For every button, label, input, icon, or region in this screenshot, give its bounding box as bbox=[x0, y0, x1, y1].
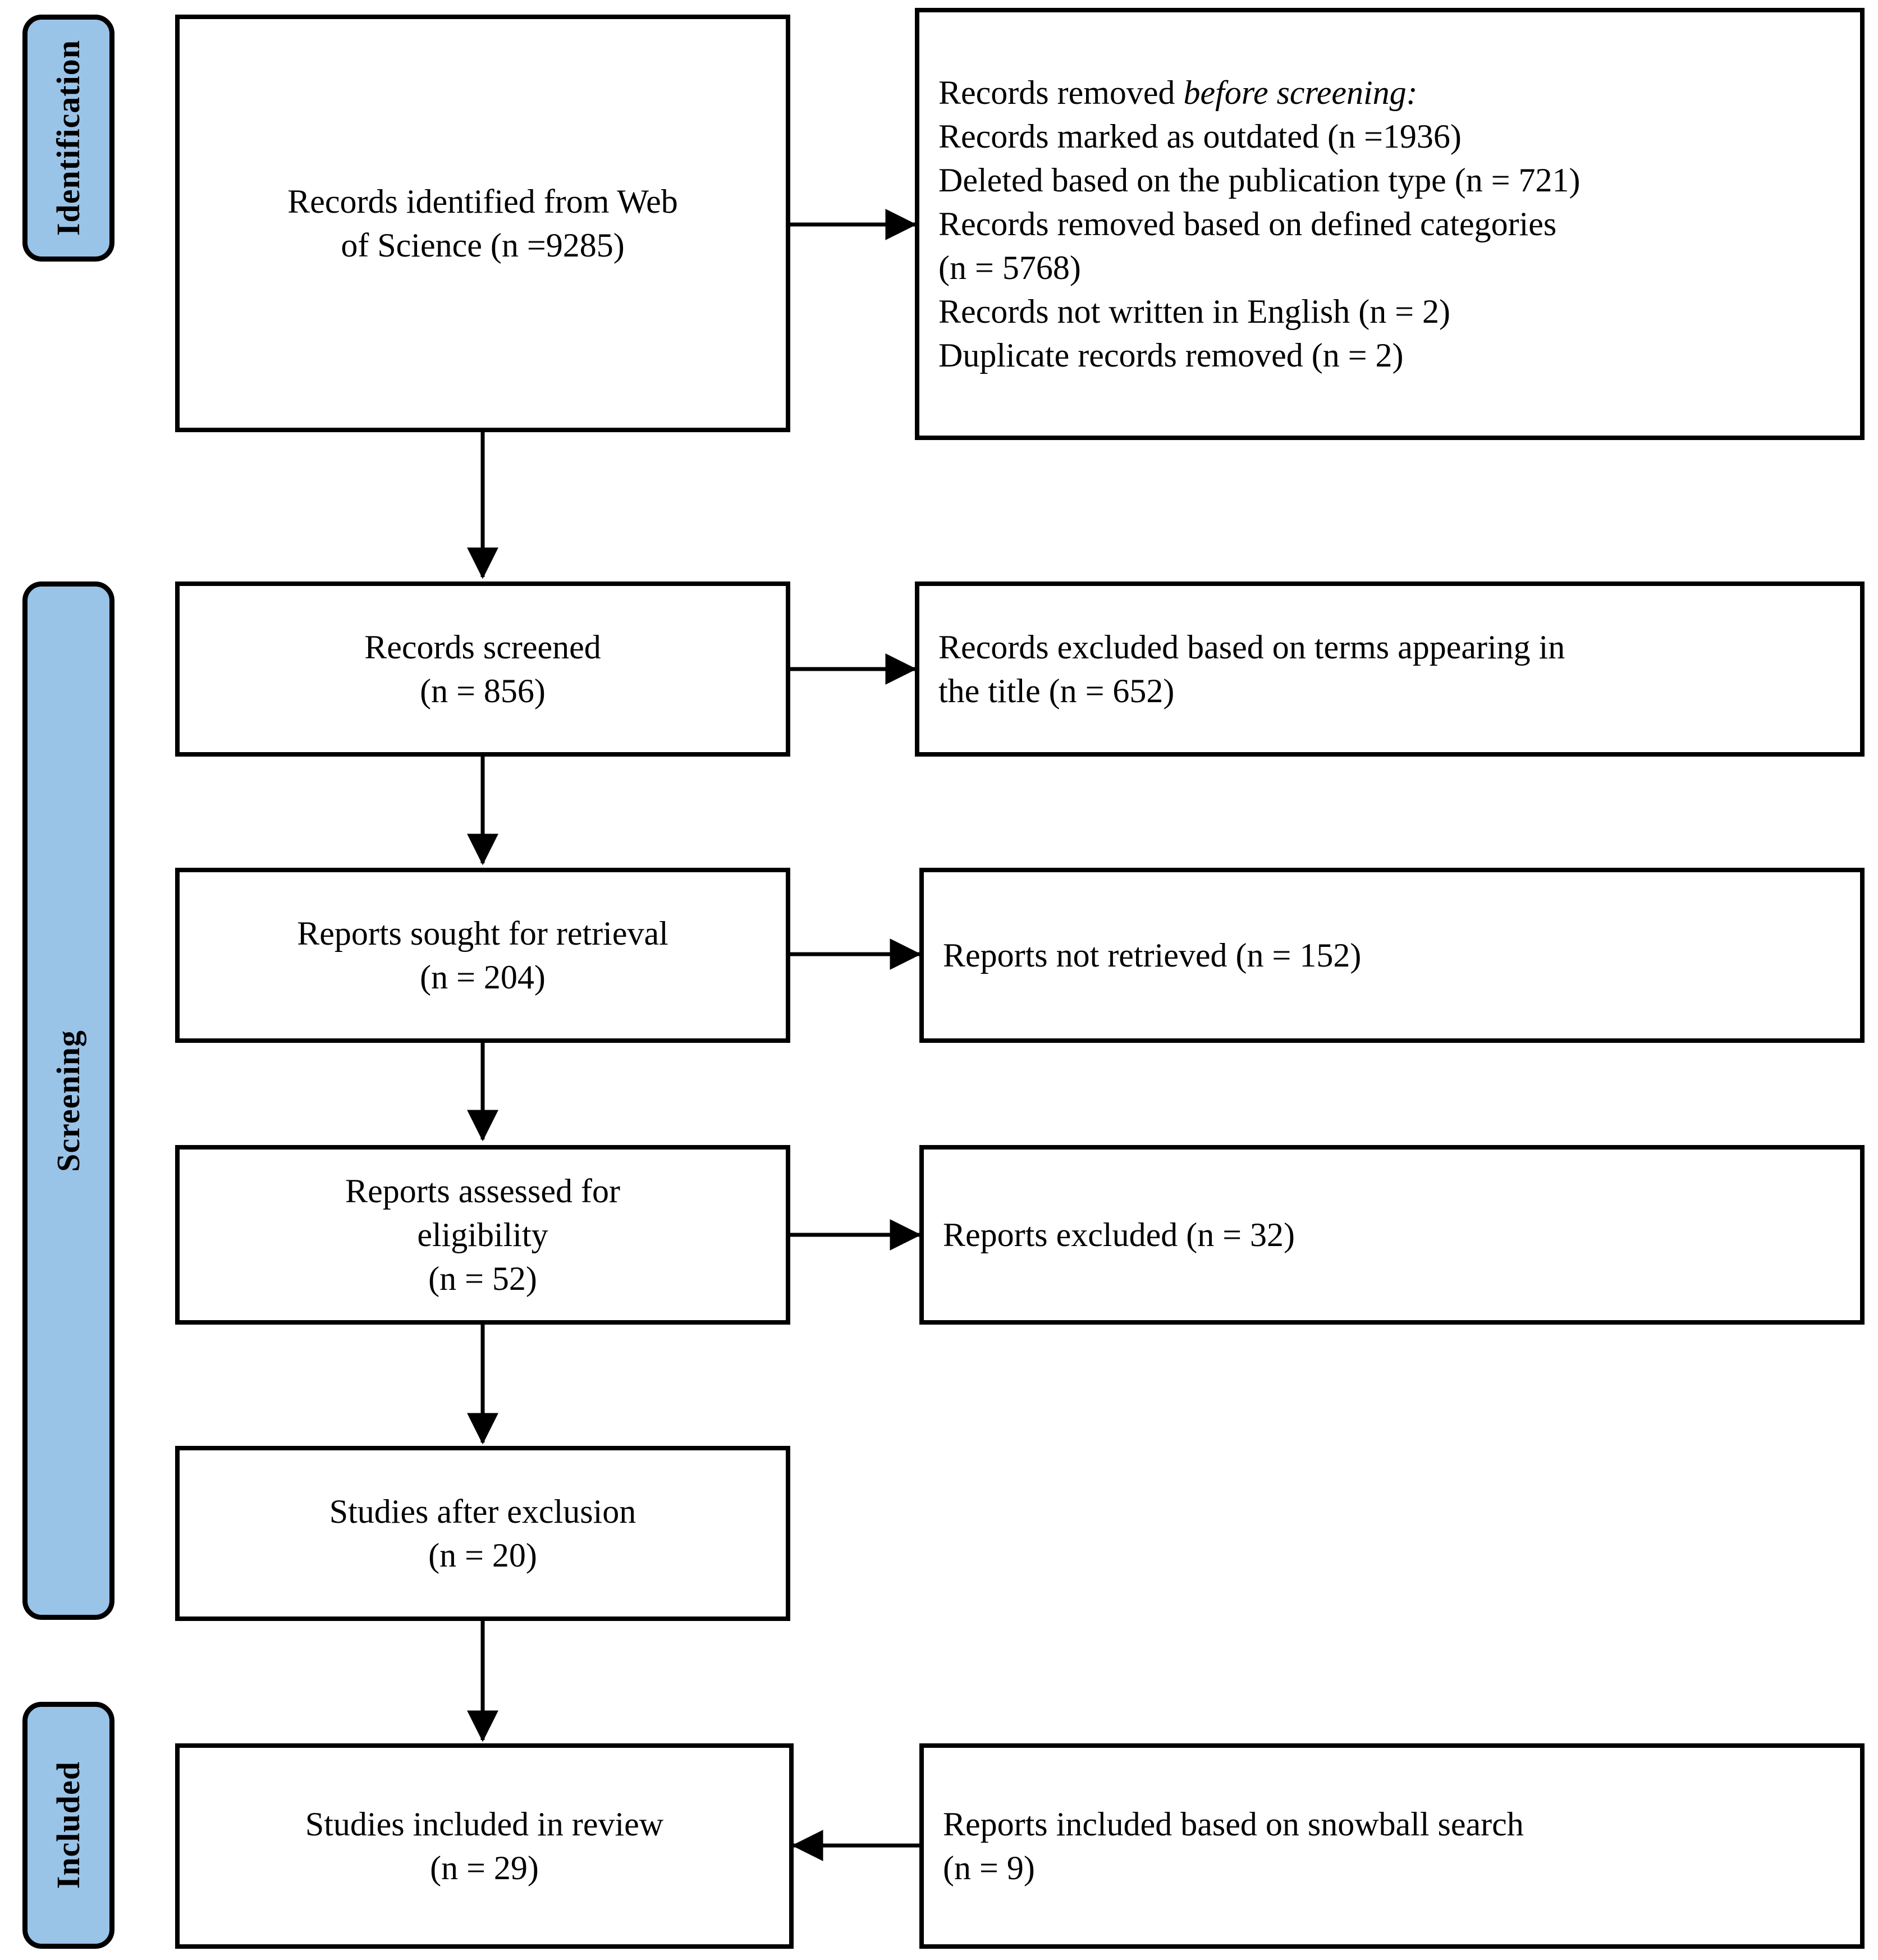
node-studies-after-exclusion-line2: (n = 20) bbox=[428, 1537, 537, 1574]
node-records-removed-before-screening: Records removed before screening: Record… bbox=[915, 8, 1865, 440]
node-reports-assessed-line3: (n = 52) bbox=[428, 1260, 537, 1297]
node-records-identified-line1: Records identified from Web bbox=[287, 183, 678, 220]
node-studies-included: Studies included in review (n = 29) bbox=[175, 1743, 794, 1949]
node-reports-not-retrieved-line1: Reports not retrieved (n = 152) bbox=[943, 937, 1362, 974]
node-records-removed-item: Records removed based on defined categor… bbox=[938, 205, 1557, 242]
node-studies-included-line2: (n = 29) bbox=[430, 1849, 539, 1886]
node-reports-snowball-text: Reports included based on snowball searc… bbox=[924, 1802, 1860, 1890]
node-studies-included-text: Studies included in review (n = 29) bbox=[180, 1802, 789, 1890]
node-reports-sought-line2: (n = 204) bbox=[420, 959, 546, 996]
node-reports-not-retrieved: Reports not retrieved (n = 152) bbox=[919, 868, 1865, 1043]
node-reports-excluded: Reports excluded (n = 32) bbox=[919, 1145, 1865, 1325]
node-reports-assessed-line2: eligibility bbox=[417, 1216, 548, 1253]
phase-tab-screening: Screening bbox=[22, 581, 114, 1620]
node-records-excluded-title-text: Records excluded based on terms appearin… bbox=[919, 625, 1860, 713]
node-records-screened-text: Records screened (n = 856) bbox=[180, 625, 786, 713]
node-records-excluded-title-line2: the title (n = 652) bbox=[938, 672, 1175, 709]
node-records-excluded-title: Records excluded based on terms appearin… bbox=[915, 581, 1865, 757]
node-reports-sought-text: Reports sought for retrieval (n = 204) bbox=[180, 912, 786, 999]
node-reports-sought-line1: Reports sought for retrieval bbox=[297, 915, 668, 952]
node-reports-not-retrieved-text: Reports not retrieved (n = 152) bbox=[924, 933, 1860, 977]
node-records-screened-line2: (n = 856) bbox=[420, 672, 546, 709]
node-records-removed-item: (n = 5768) bbox=[938, 249, 1081, 286]
node-reports-snowball-line1: Reports included based on snowball searc… bbox=[943, 1806, 1524, 1843]
node-records-removed-item: Records not written in English (n = 2) bbox=[938, 293, 1451, 330]
node-reports-assessed-text: Reports assessed for eligibility (n = 52… bbox=[180, 1169, 786, 1300]
node-reports-snowball-line2: (n = 9) bbox=[943, 1849, 1035, 1886]
node-reports-snowball: Reports included based on snowball searc… bbox=[919, 1743, 1865, 1949]
node-records-removed-item: Records marked as outdated (n =1936) bbox=[938, 118, 1462, 155]
node-studies-after-exclusion: Studies after exclusion (n = 20) bbox=[175, 1446, 790, 1621]
node-records-excluded-title-line1: Records excluded based on terms appearin… bbox=[938, 629, 1565, 666]
node-records-identified: Records identified from Web of Science (… bbox=[175, 15, 790, 432]
node-records-removed-heading-plain: Records removed bbox=[938, 74, 1184, 111]
phase-tab-included: Included bbox=[22, 1702, 114, 1949]
node-reports-excluded-text: Reports excluded (n = 32) bbox=[924, 1213, 1860, 1257]
phase-tab-identification-label: Identification bbox=[50, 40, 86, 236]
node-records-removed-heading: Records removed before screening: bbox=[938, 71, 1841, 115]
node-studies-after-exclusion-line1: Studies after exclusion bbox=[329, 1493, 636, 1530]
node-records-screened: Records screened (n = 856) bbox=[175, 581, 790, 757]
phase-tab-included-label: Included bbox=[50, 1761, 86, 1889]
node-records-removed-heading-italic: before screening: bbox=[1183, 74, 1418, 111]
node-reports-excluded-line1: Reports excluded (n = 32) bbox=[943, 1216, 1295, 1253]
node-records-identified-text: Records identified from Web of Science (… bbox=[180, 180, 786, 267]
node-studies-included-line1: Studies included in review bbox=[305, 1806, 664, 1843]
node-records-removed-item: Deleted based on the publication type (n… bbox=[938, 162, 1581, 199]
node-records-screened-line1: Records screened bbox=[364, 629, 601, 666]
node-records-removed-text: Records removed before screening: Record… bbox=[919, 71, 1860, 377]
node-records-identified-line2: of Science (n =9285) bbox=[341, 227, 625, 264]
node-reports-sought: Reports sought for retrieval (n = 204) bbox=[175, 868, 790, 1043]
phase-tab-screening-label: Screening bbox=[50, 1029, 86, 1172]
node-reports-assessed-line1: Reports assessed for bbox=[345, 1173, 620, 1210]
node-records-removed-item: Duplicate records removed (n = 2) bbox=[938, 337, 1404, 374]
node-studies-after-exclusion-text: Studies after exclusion (n = 20) bbox=[180, 1490, 786, 1577]
node-reports-assessed: Reports assessed for eligibility (n = 52… bbox=[175, 1145, 790, 1325]
phase-tab-identification: Identification bbox=[22, 15, 114, 262]
